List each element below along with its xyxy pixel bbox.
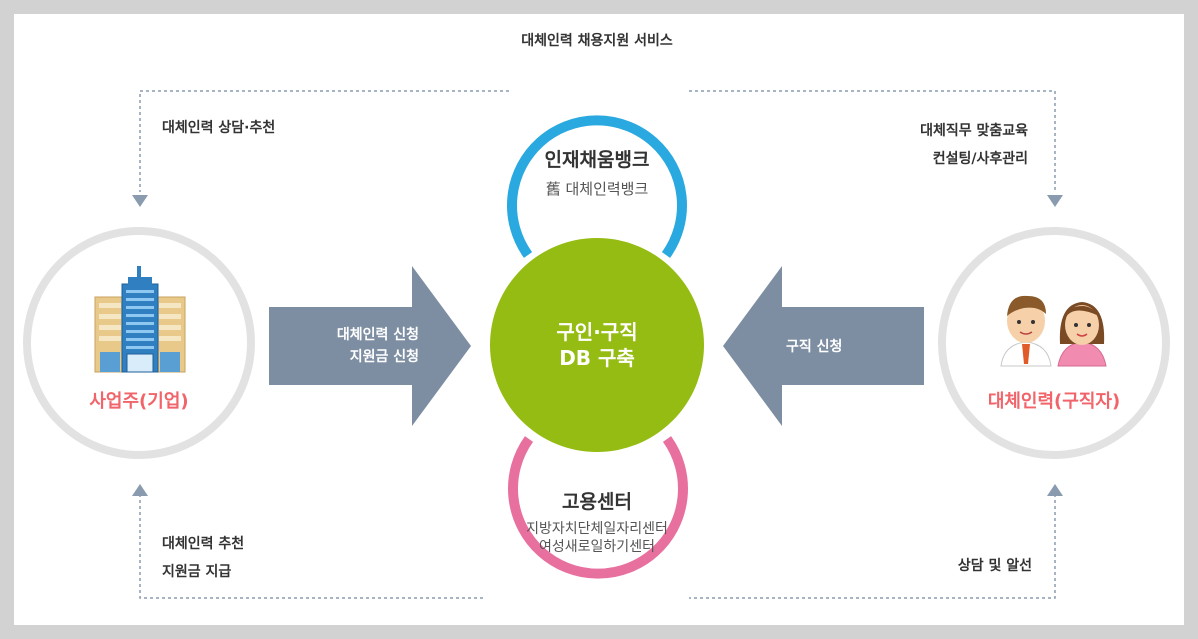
talent-bank-title: 인재채움뱅크 [544,149,650,171]
job-seekers-icon [1000,295,1107,367]
flow-line-bottom-left [139,494,484,599]
diagram-canvas [23,90,1170,599]
diagram-title: 대체인력 채용지원 서비스 [521,33,673,49]
apply-arrow-right [723,266,924,426]
employment-center-sub2: 여성새로일하기센터 [539,539,655,555]
center-db-circle [490,238,704,452]
apply-arrow-left-line2: 지원금 신청 [349,349,419,365]
flow-label-top-right: 대체직무 맞춤교육 컨설팅/사후관리 [920,117,1028,173]
flow-label-top-left: 대체인력 상담·추천 [162,120,276,136]
flow-label-bottom-left: 대체인력 추천 지원금 지급 [162,530,244,586]
flow-label-bottom-left-line1: 대체인력 추천 [162,536,245,552]
flow-arrowhead-top-left [132,195,148,207]
flow-line-bottom-right [689,494,1056,599]
employment-center-sub1: 지방자치단체일자리센터 [526,521,668,537]
flow-arrowhead-bottom-right [1047,484,1063,496]
center-db-line1: 구인·구직 [556,320,638,344]
talent-bank-ring [507,115,687,258]
employment-center-title: 고용센터 [562,491,632,513]
employment-center-ring [508,436,688,579]
diagram-frame: 대체인력 채용지원 서비스 대체인력 상담·추천 대체직무 맞춤교육 컨설팅/사… [14,14,1184,625]
flow-label-bottom-right: 상담 및 알선 [957,558,1032,574]
flow-line-top-right [689,90,1056,192]
flow-label-top-right-line2: 컨설팅/사후관리 [932,151,1028,167]
flow-line-top-left [139,90,509,192]
talent-bank-subtitle: 舊 대체인력뱅크 [545,180,649,198]
office-building-icon [94,266,186,373]
employment-center-text: 고용센터 지방자치단체일자리센터 여성새로일하기센터 [526,487,668,556]
job-seeker-node-ring [938,227,1170,459]
employer-label: 사업주(기업) [89,391,189,412]
center-db-text: 구인·구직 DB 구축 [556,319,637,371]
apply-arrow-left [269,266,471,426]
apply-arrow-right-text: 구직 신청 [786,339,843,355]
flow-arrowhead-bottom-left [132,484,148,496]
center-db-line2: DB 구축 [559,346,635,370]
apply-arrow-left-line1: 대체인력 신청 [336,327,419,343]
flow-label-top-right-line1: 대체직무 맞춤교육 [920,123,1028,139]
job-seeker-label: 대체인력(구직자) [987,391,1121,412]
flow-arrowhead-top-right [1047,195,1063,207]
apply-arrow-left-text: 대체인력 신청 지원금 신청 [337,324,419,368]
talent-bank-text: 인재채움뱅크 舊 대체인력뱅크 [545,145,650,198]
flow-label-bottom-left-line2: 지원금 지급 [162,564,232,580]
